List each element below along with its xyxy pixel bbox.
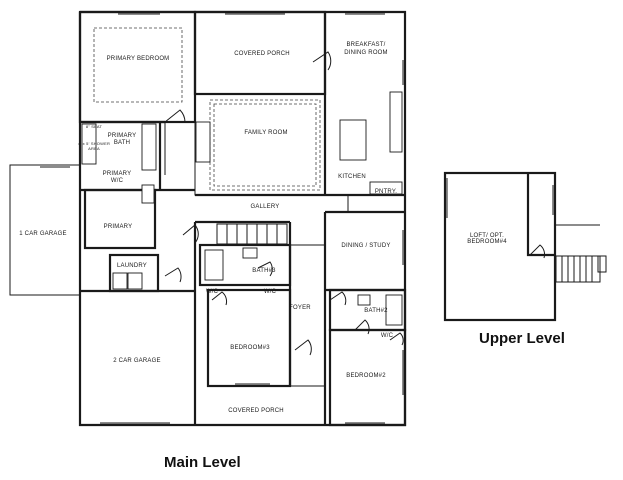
breakfast-label-1: BREAKFAST/ <box>346 42 385 48</box>
door-swings <box>164 51 404 356</box>
shower-label-1: 4' x 5' SHOWER <box>78 141 110 146</box>
bath2-label: BATH#2 <box>364 308 388 314</box>
primary-wic-label-1: PRIMARY <box>103 171 132 177</box>
foyer-label: FOYER <box>289 305 311 311</box>
pantry-label: PNTRY. <box>375 189 397 195</box>
bedroom3-label: BEDROOM#3 <box>230 345 270 351</box>
upper-level-plan: LOFT/ OPT. BEDROOM#4 <box>443 171 607 322</box>
shower-label-2: AREA <box>88 146 100 151</box>
seat-label: 8" SEAT <box>86 124 103 129</box>
fixtures <box>81 91 403 326</box>
laundry-label: LAUNDRY <box>117 263 147 269</box>
primary-bath-label-2: BATH <box>114 140 130 146</box>
wic-label-3: W/C <box>381 333 394 339</box>
dining-study-label: DINING / STUDY <box>341 243 390 249</box>
covered-porch-rear-label: COVERED PORCH <box>234 51 290 57</box>
upper-level-caption: Upper Level <box>479 330 565 347</box>
main-level-labels: PRIMARY BEDROOM COVERED PORCH BREAKFAST/… <box>19 42 397 414</box>
breakfast-label-2: DINING ROOM <box>344 50 388 56</box>
two-car-garage-label: 2 CAR GARAGE <box>113 358 160 364</box>
primary-bath-label-1: PRIMARY <box>108 133 137 139</box>
bedroom2-label: BEDROOM#2 <box>346 373 386 379</box>
covered-porch-front-label: COVERED PORCH <box>228 408 284 414</box>
loft-label-1: LOFT/ OPT. <box>470 233 504 239</box>
wic-label-2: W/C <box>264 289 277 295</box>
main-level-walls <box>9 10 407 427</box>
one-car-garage-label: 1 CAR GARAGE <box>19 231 66 237</box>
primary-bedroom-label: PRIMARY BEDROOM <box>107 56 170 62</box>
kitchen-label: KITCHEN <box>338 174 366 180</box>
family-room-label: FAMILY ROOM <box>244 130 287 136</box>
bath3-label: BATH#3 <box>252 268 276 274</box>
gallery-label: GALLERY <box>251 204 280 210</box>
primary-wic-label-2: W/C <box>111 178 124 184</box>
loft-label-2: BEDROOM#4 <box>467 239 507 245</box>
main-level-caption: Main Level <box>164 454 241 471</box>
wic-label-1: W/C <box>206 289 219 295</box>
windows <box>40 13 404 424</box>
primary-label: PRIMARY <box>104 224 133 230</box>
